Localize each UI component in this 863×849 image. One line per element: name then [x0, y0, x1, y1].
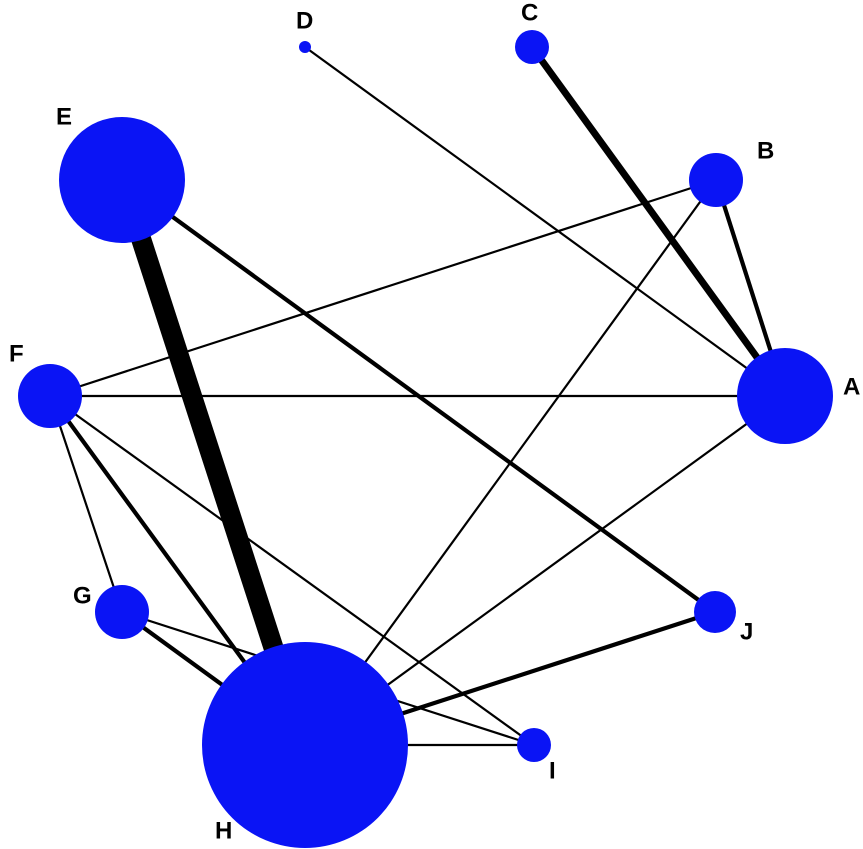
- edge-h-b: [304, 179, 717, 746]
- node-label-g: G: [73, 582, 92, 609]
- node-i: [517, 728, 551, 762]
- edge-c-a: [529, 44, 788, 399]
- node-label-d: D: [296, 7, 313, 34]
- node-label-i: I: [549, 757, 556, 784]
- node-c: [515, 30, 549, 64]
- node-label-h: H: [215, 817, 232, 844]
- node-label-b: B: [757, 137, 774, 164]
- node-label-f: F: [9, 340, 24, 367]
- node-d: [299, 41, 311, 53]
- edge-f-g: [48, 395, 124, 613]
- node-e: [59, 117, 185, 243]
- node-a: [737, 348, 833, 444]
- label-layer: A B C D E F G H I J: [9, 0, 860, 844]
- edge-d-a: [304, 46, 786, 397]
- node-label-a: A: [843, 373, 860, 400]
- node-b: [689, 153, 743, 207]
- node-label-e: E: [56, 103, 72, 130]
- edge-f-i: [49, 395, 535, 746]
- node-h: [202, 642, 408, 848]
- edge-f-b: [49, 178, 717, 398]
- node-g: [95, 585, 149, 639]
- node-j: [694, 591, 736, 633]
- node-label-j: J: [740, 618, 753, 645]
- node-label-c: C: [521, 0, 538, 26]
- node-layer: [18, 30, 833, 848]
- node-f: [18, 364, 82, 428]
